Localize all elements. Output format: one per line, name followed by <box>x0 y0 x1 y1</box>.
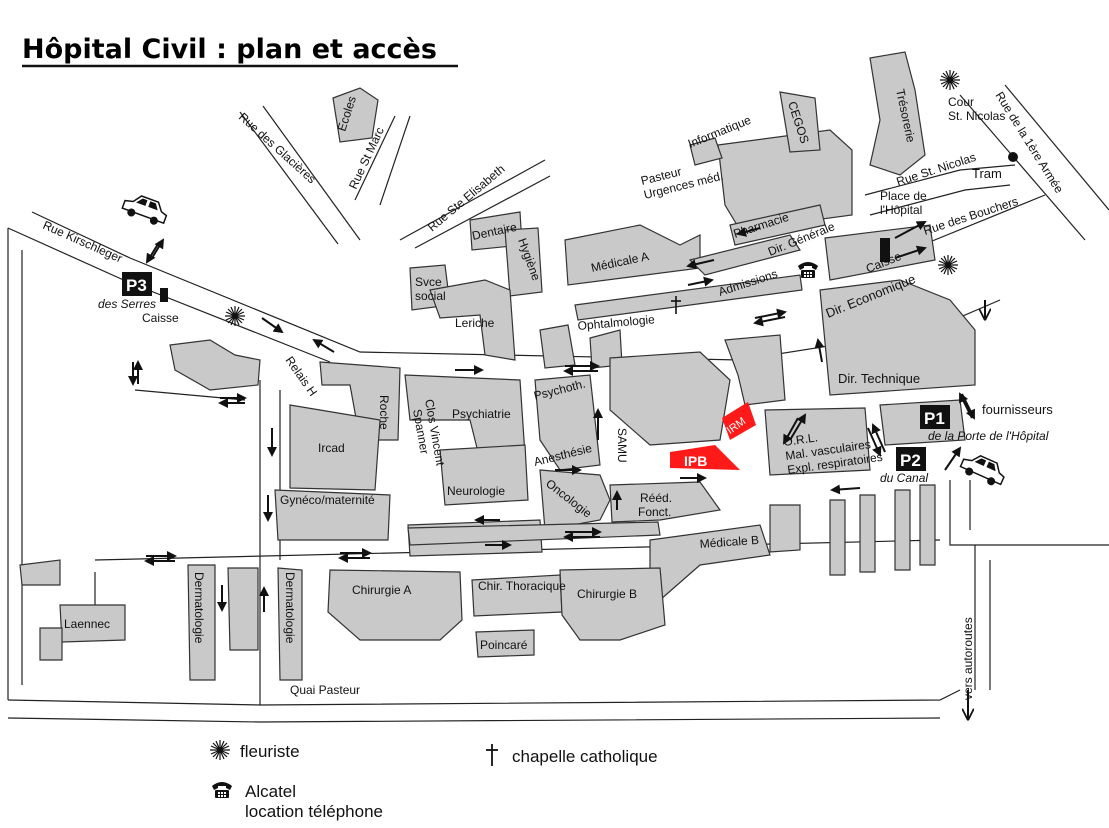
legend-chapelle: chapelle catholique <box>512 747 658 766</box>
flower-icon <box>209 739 231 761</box>
cross-icon <box>486 744 498 766</box>
label-cour-1: Cour <box>948 95 974 109</box>
caisse-booth <box>880 238 890 262</box>
traffic-arrows <box>128 221 985 718</box>
tram-stop-icon <box>1008 152 1018 162</box>
p2-sub: du Canal <box>880 471 928 485</box>
label-medicale-b: Médicale B <box>699 533 759 551</box>
label-roche: Roche <box>377 395 391 430</box>
flower-icon <box>937 254 959 276</box>
label-dir-technique: Dir. Technique <box>838 371 920 386</box>
ipb-label: IPB <box>684 453 707 469</box>
flower-icon <box>224 305 246 327</box>
label-dermatologie-2: Dermatologie <box>283 572 297 644</box>
label-ophtalmologie: Ophtalmologie <box>577 312 656 333</box>
street-quai-pasteur: Quai Pasteur <box>290 683 360 697</box>
p1-sub: de la Porte de l'Hôpital <box>928 429 1049 443</box>
label-chirurgie-a: Chirurgie A <box>352 583 411 597</box>
car-icon <box>957 449 1009 490</box>
label-tram: Tram <box>972 166 1002 181</box>
telephone-icon <box>798 262 818 278</box>
legend-fleuriste: fleuriste <box>240 742 300 761</box>
p2-label: P2 <box>900 451 921 470</box>
label-psychiatrie: Psychiatrie <box>452 407 511 421</box>
street-1ere-armee: Rue de la 1ère Armée <box>992 89 1066 196</box>
car-icon <box>119 190 171 229</box>
legend-alcatel-1: Alcatel <box>245 782 296 801</box>
label-poincare: Poincaré <box>480 638 528 652</box>
p3-caisse: Caisse <box>142 311 179 325</box>
label-svce-2: social <box>415 289 446 303</box>
fournisseurs-label: fournisseurs <box>982 402 1053 417</box>
label-reed-1: Rééd. <box>640 491 672 505</box>
label-cour-2: St. Nicolas <box>948 109 1005 123</box>
label-dermatologie-1: Dermatologie <box>192 572 206 644</box>
telephone-icon <box>212 782 232 798</box>
label-samu: SAMU <box>615 428 629 463</box>
p3-label: P3 <box>126 276 147 295</box>
label-chir-thoracique: Chir. Thoracique <box>478 579 566 593</box>
ipb-building[interactable] <box>670 445 740 470</box>
parking-p2[interactable]: P2 du Canal <box>880 447 928 485</box>
legend-alcatel-2: location téléphone <box>245 802 383 821</box>
label-relais: Relais H <box>283 354 320 399</box>
street-kirschleger: Rue Kirschleger <box>41 218 125 266</box>
p1-label: P1 <box>924 409 945 428</box>
p3-sub: des Serres <box>98 297 156 311</box>
cross-icon <box>671 296 681 314</box>
parking-p3[interactable]: P3 des Serres Caisse <box>98 272 179 325</box>
label-reed-2: Fonct. <box>638 505 671 519</box>
street-vers-autoroutes: vers autoroutes <box>961 617 975 700</box>
label-chirurgie-b: Chirurgie B <box>577 587 637 601</box>
label-ircad: Ircad <box>318 441 345 455</box>
street-glacieres: Rue des Glacières <box>236 110 319 186</box>
label-gyneco: Gynéco/maternité <box>280 493 375 507</box>
map-title: Hôpital Civil : plan et accès <box>22 34 437 65</box>
label-laennec: Laennec <box>64 617 110 631</box>
label-leriche: Leriche <box>455 316 495 330</box>
irm-building[interactable] <box>722 402 756 440</box>
legend: fleuriste chapelle catholique Alcatel lo… <box>209 739 658 821</box>
label-neurologie: Neurologie <box>447 484 505 498</box>
place-hopital-1: Place de <box>880 189 927 203</box>
street-bouchers: Rue des Bouchers <box>922 194 1020 238</box>
label-svce-1: Svce <box>415 275 442 289</box>
place-hopital-2: l'Hôpital <box>880 203 922 217</box>
flower-icon <box>939 69 961 91</box>
parking-p1[interactable]: P1 de la Porte de l'Hôpital fournisseurs <box>920 402 1053 443</box>
